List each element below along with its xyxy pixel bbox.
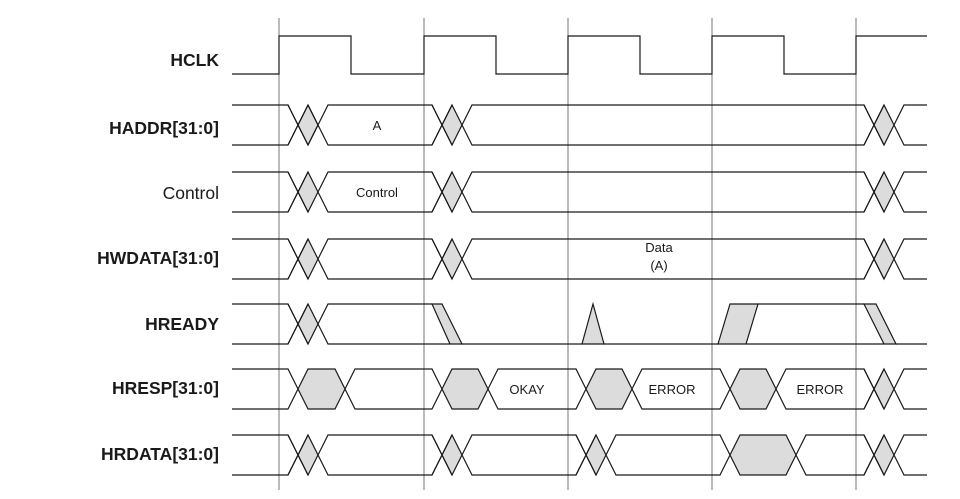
hresp-value-error-1: ERROR	[649, 382, 696, 397]
signal-label-hclk: HCLK	[170, 50, 219, 70]
signal-label-hrdata: HRDATA[31:0]	[101, 444, 219, 464]
waveform-hrdata	[232, 433, 927, 477]
clock-edge-gridlines	[278, 18, 857, 490]
signal-labels: HCLK HADDR[31:0] Control HWDATA[31:0] HR…	[97, 50, 219, 464]
signal-label-control: Control	[163, 183, 219, 203]
signal-label-hresp: HRESP[31:0]	[112, 378, 219, 398]
waveform-hready	[232, 301, 927, 346]
waveform-hclk	[232, 35, 927, 75]
signal-label-hready: HREADY	[145, 314, 219, 334]
waveform-haddr: A	[232, 103, 927, 147]
hwdata-value-line1: Data	[645, 240, 673, 255]
hresp-value-okay: OKAY	[509, 382, 544, 397]
waveform-hwdata: Data (A)	[232, 237, 927, 281]
signal-label-haddr: HADDR[31:0]	[109, 118, 219, 138]
waveform-control: Control	[232, 170, 927, 214]
control-value: Control	[356, 185, 398, 200]
hwdata-value-line2: (A)	[650, 258, 667, 273]
hresp-value-error-2: ERROR	[797, 382, 844, 397]
signal-label-hwdata: HWDATA[31:0]	[97, 248, 219, 268]
waveform-hresp: OKAY ERROR ERROR	[232, 367, 927, 411]
haddr-value-a: A	[373, 118, 382, 133]
